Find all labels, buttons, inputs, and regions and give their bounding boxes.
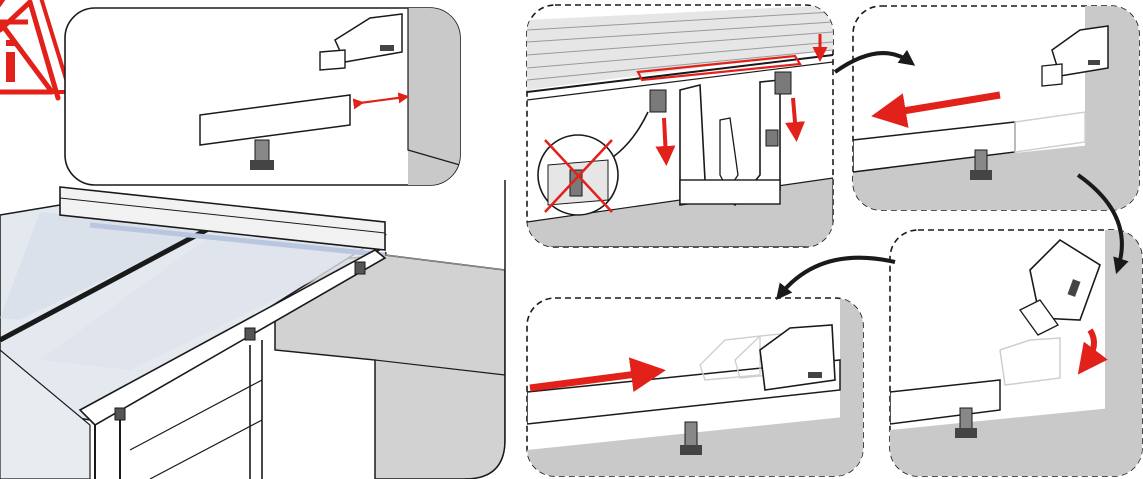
flow-arrow-1-to-2 bbox=[833, 49, 916, 74]
step-4-panel bbox=[526, 297, 864, 477]
step-3-panel bbox=[889, 229, 1143, 477]
gap-dimension-arrow bbox=[352, 92, 410, 110]
step-2-panel bbox=[852, 5, 1140, 211]
crossed-out-circle-icon bbox=[537, 134, 619, 216]
detail-gap-panel bbox=[64, 7, 461, 186]
flow-arrow-3-to-4 bbox=[775, 255, 896, 300]
step-1-panel bbox=[526, 4, 834, 248]
warning-triangle-info-icon bbox=[0, 0, 73, 101]
flow-arrow-2-to-3 bbox=[1076, 173, 1129, 275]
overview-panel bbox=[0, 180, 505, 479]
